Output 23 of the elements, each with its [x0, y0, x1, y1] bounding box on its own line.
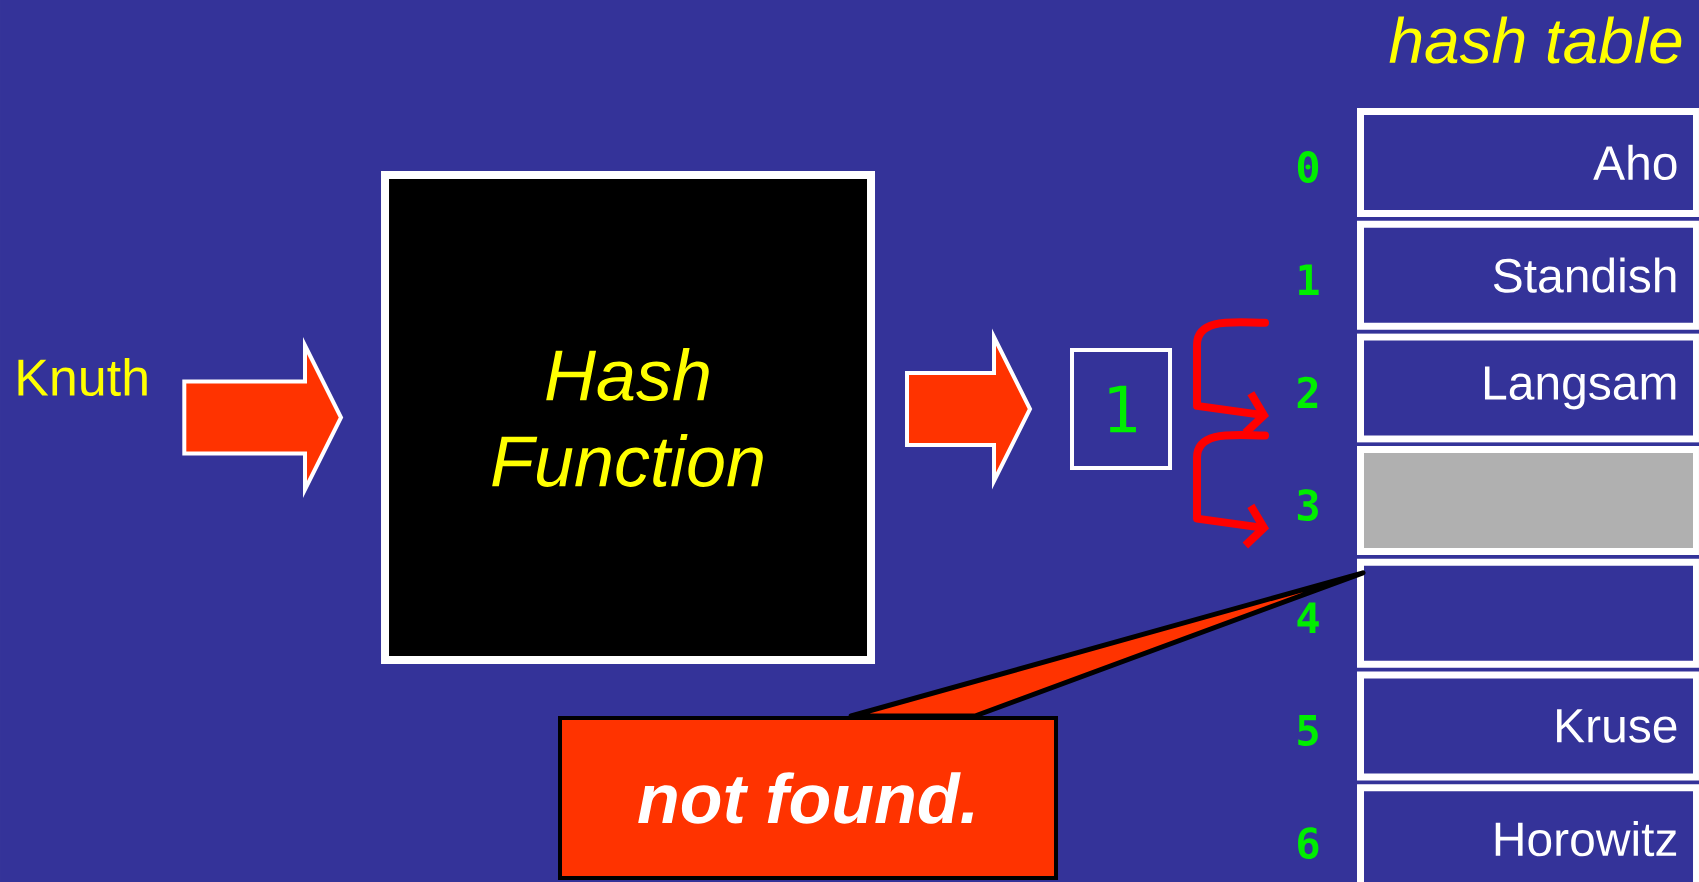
- row-index: 1: [1299, 264, 1319, 295]
- probe-arrow: [1193, 430, 1269, 549]
- table-cell: Standish: [1357, 220, 1699, 330]
- row-index: 4: [1297, 602, 1319, 634]
- row-index: 0: [1297, 151, 1319, 183]
- row-index: 5: [1298, 714, 1318, 747]
- callout-pointer: [848, 570, 1366, 719]
- row-index: 3: [1297, 489, 1318, 521]
- table-cell: Langsam: [1357, 333, 1699, 443]
- block-arrow: [905, 328, 1033, 490]
- row-index: 6: [1298, 827, 1319, 860]
- function-box: Hash Function: [381, 171, 875, 664]
- block-arrow: [182, 337, 344, 498]
- callout-box: not found.: [558, 716, 1058, 880]
- table-cell: Horowitz: [1357, 784, 1699, 882]
- input-key: Knuth: [18, 357, 147, 397]
- table-cell: [1357, 558, 1699, 668]
- title: hash table: [1389, 16, 1682, 64]
- result-box: 1: [1070, 348, 1172, 470]
- row-index: 2: [1297, 376, 1318, 408]
- table-cell: Kruse: [1357, 671, 1699, 781]
- table-cell: Aho: [1357, 108, 1699, 217]
- table-cell: [1357, 446, 1699, 556]
